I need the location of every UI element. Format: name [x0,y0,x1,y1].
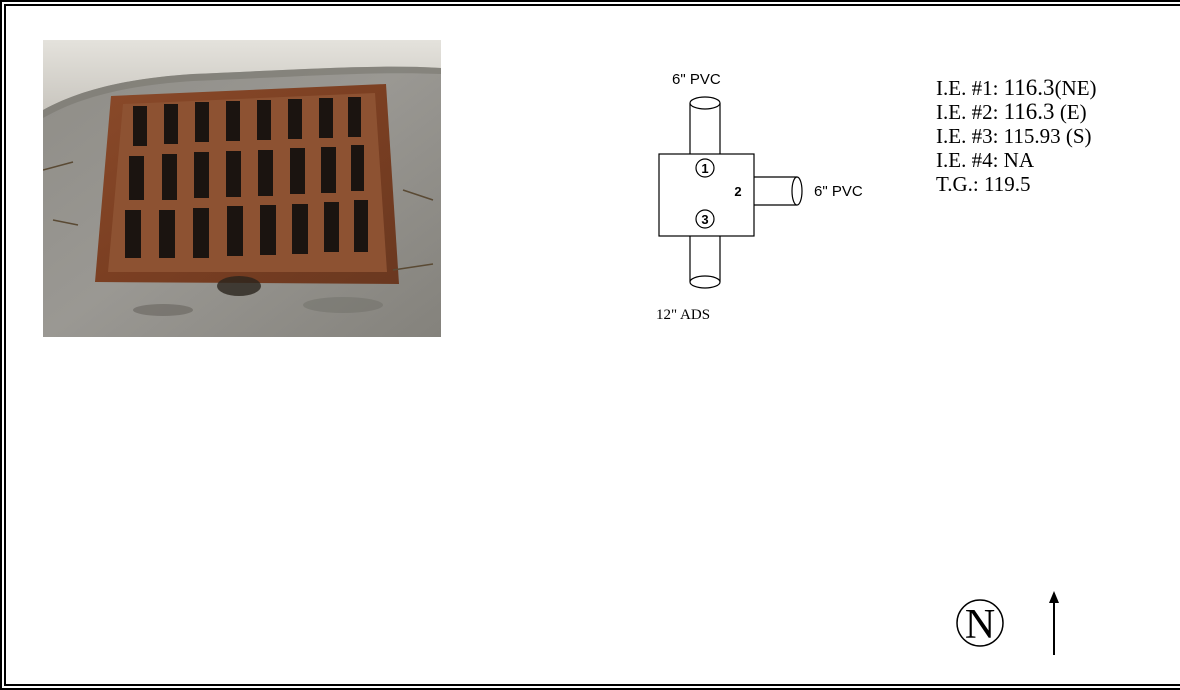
ie-2-label: I.E. #2: [936,100,999,124]
invert-elevations: I.E. #1: 116.3(NE) I.E. #2: 116.3 (E) I.… [936,75,1180,197]
ie-2-row: I.E. #2: 116.3 (E) [936,99,1180,125]
ie-3-row: I.E. #3: 115.93 (S) [936,124,1092,148]
ie-1-row: I.E. #1: 116.3(NE) [936,75,1180,101]
ie-2-direction: (E) [1059,100,1087,124]
top-of-grate-row: T.G.: 119.5 [936,172,1031,196]
right-pipe [754,176,803,206]
north-arrow-icon: N [956,591,1059,655]
bottom-pipe-label: 12" ADS [656,307,710,323]
right-pipe-label: 6" PVC [814,183,863,200]
pipe-schematic: 1 3 2 6" PVC 6" PVC 12" ADS [656,71,863,323]
port-1-label: 1 [701,161,708,176]
port-2-label: 2 [734,184,741,199]
port-3-label: 3 [701,212,708,227]
ie-2-value: 116.3 [1003,99,1055,124]
ie-4-row: I.E. #4: NA [936,148,1034,172]
bottom-pipe [689,236,721,289]
north-letter: N [965,602,995,648]
ie-1-label: I.E. #1: [936,76,999,100]
top-pipe [689,96,721,154]
ie-1-value: 116.3 [1003,75,1055,100]
top-pipe-label: 6" PVC [672,71,721,88]
catch-basin-grate-photo [43,40,441,337]
ie-1-direction: (NE) [1054,76,1097,100]
